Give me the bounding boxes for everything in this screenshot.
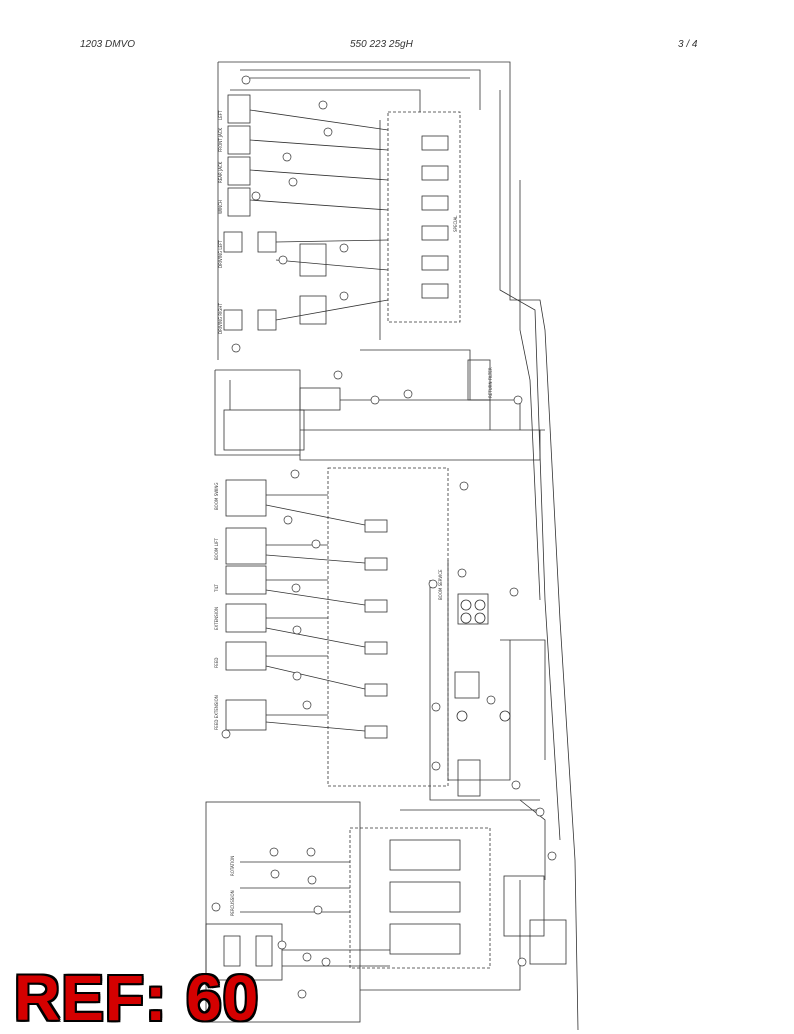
label-special-valve: SPECIAL — [453, 215, 458, 232]
label-return-filter: RETURN FILTER — [488, 367, 493, 398]
label-rotation: ROTATION — [230, 856, 235, 876]
return-filter-upper — [467, 359, 491, 401]
pump-manifold — [457, 593, 489, 625]
ref-stamp: REF: 60 — [14, 962, 260, 1034]
label-winch: WINCH — [218, 200, 223, 214]
lower-right-valve — [503, 875, 545, 937]
label-front-jack: FRONT JACK — [218, 127, 223, 152]
header-center: 550 223 25gH — [350, 39, 413, 50]
rotation-percussion-block — [349, 827, 491, 969]
pressure-valve — [454, 671, 480, 699]
lower-actuator-box — [205, 923, 283, 981]
boom-valve-sections — [364, 519, 388, 739]
header-left: 1203 DMVO — [80, 39, 136, 50]
special-valve-sections — [421, 135, 449, 299]
label-driving-left: DRIVING LEFT — [218, 240, 223, 268]
upper-actuator-labels: LEFT FRONT JACK REAR JACK WINCH DRIVING … — [218, 110, 223, 334]
boom-actuator-labels: BOOM SWING BOOM LIFT TILT EXTENSION FEED… — [214, 483, 219, 730]
label-rear-jack: REAR JACK — [218, 161, 223, 183]
boom-actuator-column — [225, 479, 267, 731]
boom-valve-bank — [327, 467, 449, 787]
control-block — [223, 409, 305, 451]
label-boom-lift: BOOM LIFT — [214, 538, 219, 560]
label-boom-swing: BOOM SWING — [214, 483, 219, 510]
label-tilt: TILT — [214, 584, 219, 593]
valve-labels: SPECIAL BOOM SERVICE RETURN FILTER ROTAT… — [230, 215, 493, 916]
label-feed: FEED — [214, 658, 219, 668]
reference-balloons — [211, 75, 557, 1009]
label-driving-right: DRIVING RIGHT — [218, 303, 223, 334]
return-filter-lower — [457, 759, 481, 797]
label-extension: EXTENSION — [214, 607, 219, 630]
label-boom-valve: BOOM SERVICE — [438, 569, 443, 600]
upper-actuator-column — [223, 94, 327, 331]
label-left: LEFT — [218, 110, 223, 120]
special-valve-bank — [387, 111, 461, 323]
page-number: 3 / 4 — [678, 39, 698, 50]
label-feed-extension: FEED EXTENSION — [214, 695, 219, 730]
frame-top — [218, 61, 579, 1031]
lower-frame — [205, 801, 361, 1023]
label-percussion: PERCUSSION — [230, 890, 235, 916]
